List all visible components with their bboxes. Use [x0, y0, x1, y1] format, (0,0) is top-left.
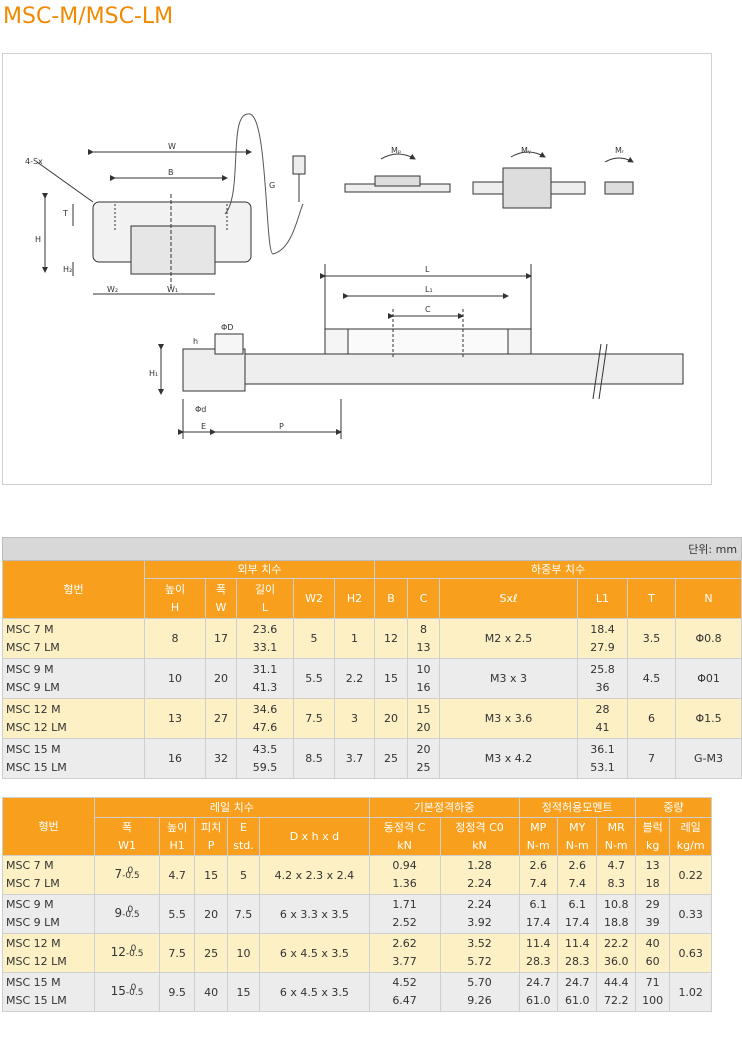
label-p: P [279, 422, 284, 431]
header-model-2: 형번 [1, 797, 96, 856]
label-mr: Mᵣ [615, 146, 625, 155]
header-c: C [407, 578, 440, 619]
header-moment: 정적허용모멘트 [518, 797, 636, 818]
header-h2: H2 [334, 578, 375, 619]
label-t: T [62, 209, 68, 218]
label-sx: 4-Sx [25, 157, 43, 166]
header-load: 하중부 치수 [373, 560, 742, 579]
header-outer: 외부 치수 [144, 560, 375, 579]
header-b: B [374, 578, 408, 619]
header-model: 형번 [2, 560, 145, 619]
label-b: B [168, 168, 174, 177]
page-title: MSC-M/MSC-LM [3, 4, 174, 29]
label-odd: Φd [195, 405, 206, 414]
header-weight: 중량 [634, 797, 713, 818]
rail-section [130, 225, 216, 275]
label-mp: Mₚ [391, 146, 401, 155]
label-l1: L₁ [425, 285, 433, 294]
label-h: H [35, 235, 41, 244]
label-w2: W₂ [107, 285, 118, 294]
header-sxl: Sxℓ [439, 578, 578, 619]
label-w: W [168, 142, 176, 151]
unit-label: 단위: mm [1, 537, 742, 561]
label-e: E [201, 422, 206, 431]
rail-side [242, 353, 684, 385]
label-l: L [425, 265, 430, 274]
header-rail: 레일 치수 [94, 797, 370, 818]
label-od: ΦD [221, 323, 233, 332]
label-g: G [269, 181, 275, 190]
label-w1: W₁ [167, 285, 178, 294]
header-l1: L1 [577, 578, 628, 619]
label-c: C [425, 305, 431, 314]
label-h2: H₂ [63, 265, 72, 274]
header-w2: W2 [293, 578, 335, 619]
label-h-small: h [193, 337, 198, 346]
header-basic-load: 기본정격하중 [368, 797, 520, 818]
header-n: N [674, 578, 742, 619]
technical-drawing: 4-Sx W B G T H H₂ W₂ W₁ Mₚ Mᵧ Mᵣ L L₁ C … [2, 53, 712, 485]
header-dhd: D x h x d [259, 817, 370, 856]
label-h1: H₁ [149, 369, 158, 378]
label-my: Mᵧ [521, 146, 531, 155]
drawing-svg: 4-Sx W B G T H H₂ W₂ W₁ Mₚ Mᵧ Mᵣ L L₁ C … [25, 113, 684, 439]
header-t: T [627, 578, 676, 619]
